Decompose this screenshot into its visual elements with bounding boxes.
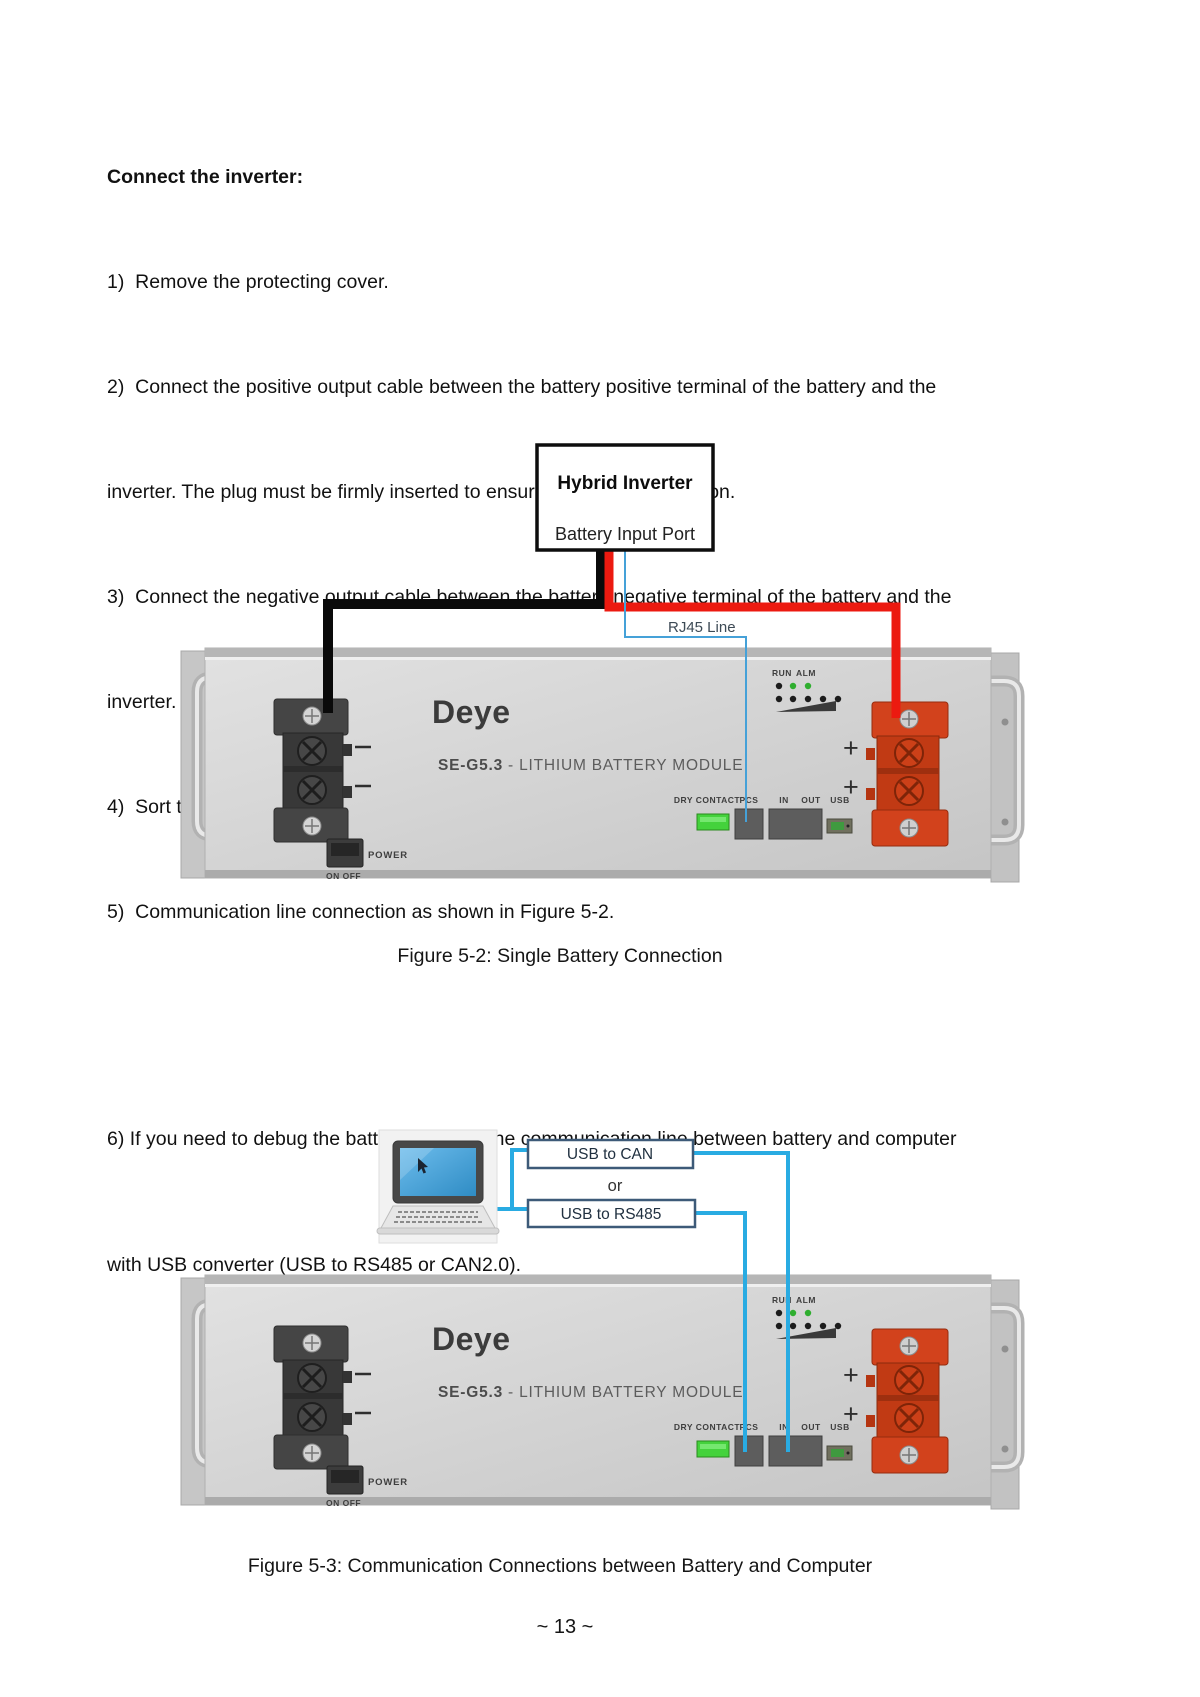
negative-cable: [323, 549, 606, 713]
laptop-base: [376, 1227, 500, 1235]
laptop-screen: [400, 1148, 476, 1196]
step-line-2: 2) Connect the positive output cable bet…: [107, 376, 937, 398]
rs485-comm-line: [695, 1211, 747, 1452]
or-label: or: [608, 1177, 623, 1195]
figure-5-3-caption: Figure 5-3: Communication Connections be…: [247, 1555, 873, 1577]
step-line-1: 1) Remove the protecting cover.: [107, 271, 389, 293]
rj45-line-label: RJ45 Line: [668, 619, 736, 636]
positive-cable: [604, 549, 901, 718]
figure-5-3: USB to CAN or USB to RS485: [0, 1129, 1200, 1520]
cursor-icon: [418, 1158, 428, 1174]
usb-to-rs485-box: USB to RS485: [526, 1198, 697, 1229]
battery-input-port-label: Battery Input Port: [555, 524, 695, 544]
laptop: [376, 1129, 500, 1244]
step-line-5: 5) Communication line connection as show…: [107, 901, 615, 923]
can-comm-line: [693, 1151, 790, 1452]
usb-to-can-label: USB to CAN: [567, 1146, 653, 1163]
battery-module: [181, 1275, 1019, 1509]
hybrid-inverter-box: Hybrid Inverter Battery Input Port: [535, 443, 715, 552]
figure-5-2-caption: Figure 5-2: Single Battery Connection: [397, 945, 723, 967]
usb-to-can-box: USB to CAN: [526, 1138, 695, 1170]
usb-to-rs485-label: USB to RS485: [561, 1206, 662, 1223]
rj45-cable: [624, 549, 747, 822]
page-number: ~ 13 ~: [536, 1616, 594, 1638]
section-heading: Connect the inverter:: [107, 166, 304, 188]
hybrid-inverter-label: Hybrid Inverter: [557, 473, 693, 494]
step-6-line-2: with USB converter (USB to RS485 or CAN2…: [107, 1254, 521, 1276]
figure-5-2: RJ45 Line Hybrid Inverter Battery Input …: [0, 443, 1200, 900]
